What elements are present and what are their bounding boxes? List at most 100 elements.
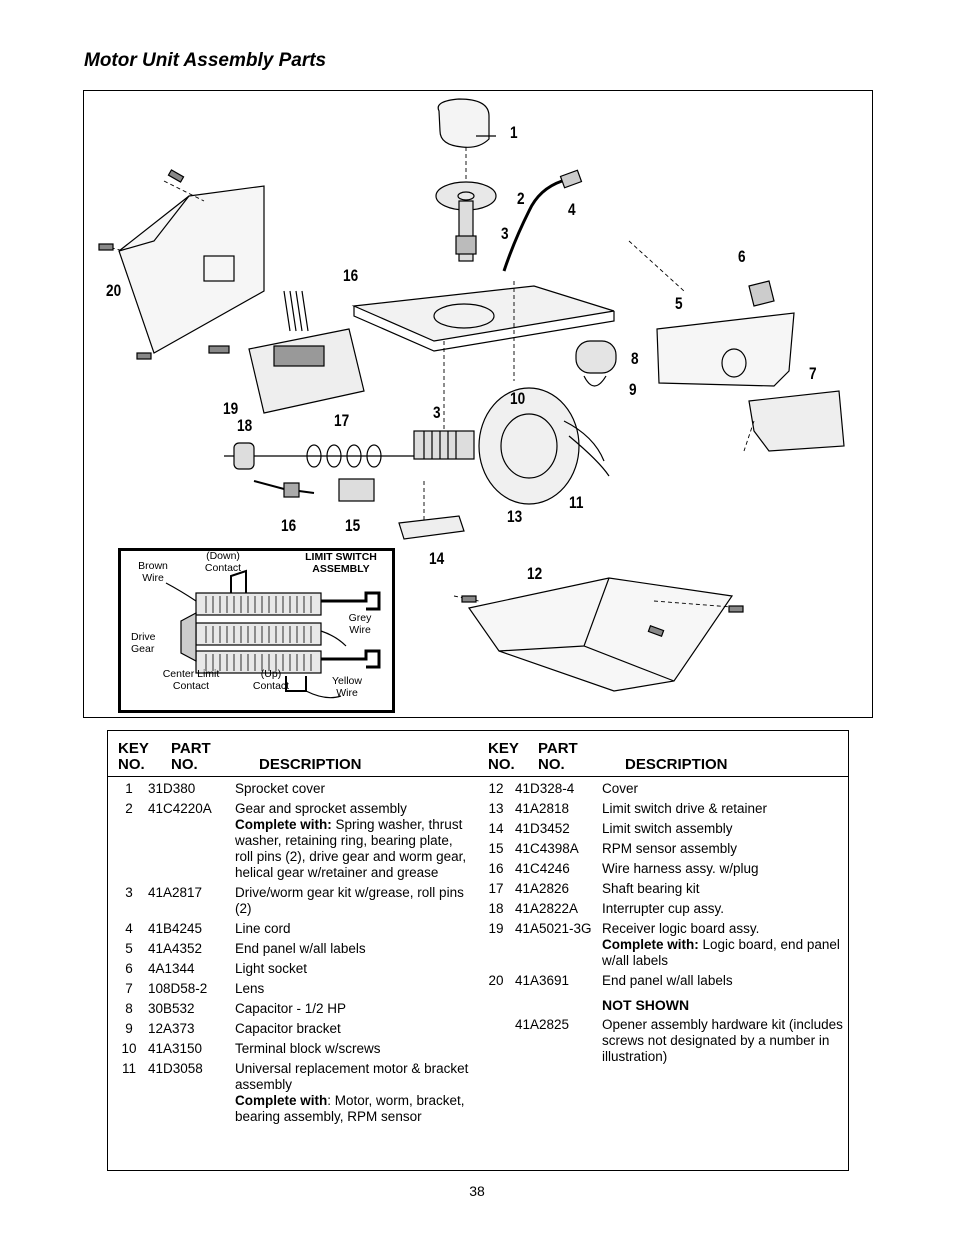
callout-19: 19	[223, 399, 239, 418]
grey-wire-label: Grey Wire	[348, 612, 372, 636]
key-number: 20	[488, 973, 504, 988]
not-shown-description: Opener assembly hardware kit (includes s…	[602, 1017, 843, 1064]
part-description: Limit switch assembly	[602, 821, 845, 837]
part-description: Capacitor bracket	[235, 1021, 472, 1037]
table-row: 10 41A3150 Terminal block w/screws	[110, 1041, 472, 1057]
not-shown-row: NOT SHOWN	[477, 993, 845, 1013]
part-number: 41A2826	[515, 881, 570, 896]
page-number: 38	[469, 1183, 485, 1199]
description-text: Lens	[235, 981, 265, 996]
table-row: 11 41D3058 Universal replacement motor & b…	[110, 1061, 472, 1125]
part-number: 31D380	[148, 781, 196, 796]
description-text: Line cord	[235, 921, 291, 936]
part-number: 41B4245	[148, 921, 203, 936]
part-description: Drive/worm gear kit w/grease, roll pins …	[235, 885, 472, 917]
key-number: 11	[121, 1061, 136, 1076]
part-description: Shaft bearing kit	[602, 881, 845, 897]
description-text: Capacitor - 1/2 HP	[235, 1001, 347, 1016]
header-rule	[108, 776, 848, 777]
description-text: Limit switch assembly	[602, 821, 733, 836]
key-number: 2	[125, 801, 133, 816]
description-text: End panel w/all labels	[235, 941, 366, 956]
callout-8: 8	[631, 349, 639, 368]
key-number: 6	[125, 961, 133, 976]
callout-11: 11	[569, 493, 584, 512]
drive-gear-label: Drive Gear	[131, 631, 156, 655]
key-no-header: KEY NO.	[118, 741, 149, 773]
callout-16: 16	[343, 266, 359, 285]
complete-with-text: : Motor, worm, bracket, bearing assembly…	[235, 1093, 465, 1124]
part-description: Receiver logic board assy.Complete with:…	[602, 921, 845, 969]
table-row: 6 4A1344 Light socket	[110, 961, 472, 977]
description-header: DESCRIPTION	[259, 756, 362, 773]
part-description: Capacitor - 1/2 HP	[235, 1001, 472, 1017]
part-no-header-right: PART NO.	[538, 741, 578, 773]
description-text: Wire harness assy. w/plug	[602, 861, 759, 876]
yellow-wire-label: Yellow Wire	[332, 675, 362, 699]
description-text: Shaft bearing kit	[602, 881, 700, 896]
not-shown-item: 41A2825 Opener assembly hardware kit (inc…	[477, 1017, 845, 1065]
key-number: 19	[488, 921, 504, 936]
part-number: 41D3058	[148, 1061, 203, 1076]
callout-20: 20	[106, 281, 122, 300]
limit-switch-inset: (Down) Contact Brown Wire LIMIT SWITCH A…	[118, 548, 395, 713]
limit-switch-title-2: ASSEMBLY	[312, 563, 370, 575]
description-text: Receiver logic board assy.	[602, 921, 760, 936]
exploded-diagram: 1 2 3 4 5 6 7 8 9 10 11 12 13 14 15 16 1…	[83, 90, 873, 718]
key-number: 14	[488, 821, 504, 836]
part-description: End panel w/all labels	[602, 973, 845, 989]
callout-12: 12	[527, 564, 543, 583]
callout-7: 7	[809, 364, 817, 383]
complete-with-label: Complete with	[235, 1093, 328, 1108]
brown-wire-label: Brown Wire	[138, 560, 168, 584]
not-shown-spacer	[515, 993, 602, 1013]
callout-18: 18	[237, 416, 253, 435]
part-header-right-line1: PART	[538, 740, 578, 757]
not-shown-part-number: 41A2825	[515, 1017, 570, 1032]
key-number: 1	[125, 781, 133, 796]
part-number: 41C4246	[515, 861, 570, 876]
description-text: Cover	[602, 781, 639, 796]
callout-4: 4	[568, 200, 576, 219]
callout-2: 2	[517, 189, 525, 208]
description-text: End panel w/all labels	[602, 973, 733, 988]
page-title: Motor Unit Assembly Parts	[84, 50, 327, 71]
description-text: Capacitor bracket	[235, 1021, 341, 1036]
complete-with-label: Complete with:	[235, 817, 332, 832]
complete-with-text: Logic board, end panel w/all labels	[602, 937, 840, 968]
part-description: Terminal block w/screws	[235, 1041, 472, 1057]
part-number: 41C4398A	[515, 841, 579, 856]
key-number: 4	[125, 921, 133, 936]
key-number: 9	[125, 1021, 133, 1036]
part-number: 41A3150	[148, 1041, 203, 1056]
complete-with-text: Spring washer, thrust washer, retaining …	[235, 817, 467, 880]
key-no-header-right: KEY NO.	[488, 741, 519, 773]
description-text: Light socket	[235, 961, 308, 976]
part-description: Universal replacement motor & bracket as…	[235, 1061, 472, 1125]
part-number: 41C4220A	[148, 801, 212, 816]
part-description: Light socket	[235, 961, 472, 977]
part-number: 4A1344	[148, 961, 195, 976]
part-number: 30B532	[148, 1001, 195, 1016]
description-text: Universal replacement motor & bracket as…	[235, 1061, 469, 1092]
callout-9: 9	[629, 380, 637, 399]
limit-switch-drawing	[165, 569, 381, 699]
key-number: 10	[121, 1041, 137, 1056]
up-contact-label: (Up) Contact	[252, 668, 290, 692]
description-header-right: DESCRIPTION	[625, 756, 728, 773]
callout-15: 15	[345, 516, 361, 535]
